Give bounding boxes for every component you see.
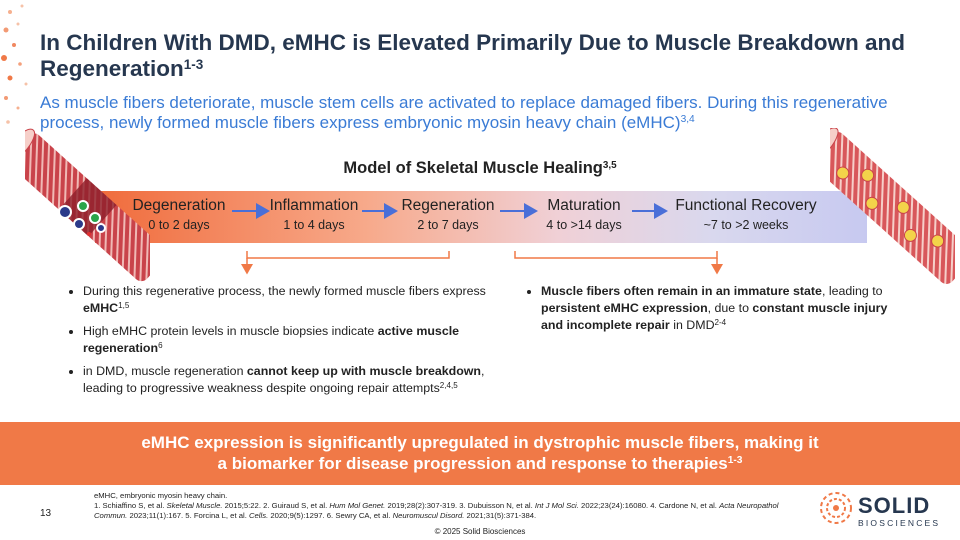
abbreviation-note: eMHC, embryonic myosin heavy chain. [94,491,228,500]
right-bullet-list: Muscle fibers often remain in an immatur… [525,283,900,340]
list-item: in DMD, muscle regeneration cannot keep … [83,363,487,397]
page-number: 13 [40,508,52,519]
left-bullet-list: During this regenerative process, the ne… [67,283,487,403]
decorative-dots [1,4,28,124]
healing-timeline-band [95,191,867,243]
logo-word: SOLID [858,493,931,518]
page-subtitle: As muscle fibers deteriorate, muscle ste… [40,93,888,132]
references: 1. Schiaffino S, et al. Skeletal Muscle.… [94,501,779,520]
list-item: During this regenerative process, the ne… [83,283,487,317]
bracket-icon [514,251,718,259]
damaged-muscle-fiber-icon [25,128,150,282]
model-title: Model of Skeletal Muscle Healing3,5 [343,159,617,177]
copyright: © 2025 Solid Biosciences [434,527,526,536]
stage-duration: 4 to >14 days [546,218,622,232]
banner-line-1: eMHC expression is significantly upregul… [141,433,819,452]
stage-duration: ~7 to >2 weeks [703,218,789,232]
logo-mark-icon [820,492,852,524]
list-item: Muscle fibers often remain in an immatur… [541,283,900,334]
stage-maturation: Maturation 4 to >14 days [528,197,640,232]
stage-name: Regeneration [401,197,495,214]
healthy-muscle-fiber-icon [830,128,955,284]
stage-arrows [232,203,723,275]
key-message-banner: eMHC expression is significantly upregul… [0,422,960,485]
stage-name: Functional Recovery [675,197,817,214]
stage-regeneration: Regeneration 2 to 7 days [392,197,504,232]
page-title: In Children With DMD, eMHC is Elevated P… [40,30,905,81]
stage-name: Maturation [547,197,621,214]
bracket-icon [246,251,450,259]
list-item: High eMHC protein levels in muscle biops… [83,323,487,357]
stage-functional-recovery: Functional Recovery ~7 to >2 weeks [668,197,824,232]
stage-degeneration: Degeneration 0 to 2 days [108,197,250,232]
logo-subword: BIOSCIENCES [858,518,941,528]
solid-biosciences-logo: SOLID BIOSCIENCES [818,490,938,530]
stage-duration: 1 to 4 days [283,218,345,232]
footnotes: eMHC, embryonic myosin heavy chain. 1. S… [94,491,794,521]
stage-name: Inflammation [269,197,359,214]
banner-line-2: a biomarker for disease progression and … [217,454,743,473]
stage-duration: 0 to 2 days [148,218,210,232]
stage-inflammation: Inflammation 1 to 4 days [258,197,370,232]
stage-name: Degeneration [132,197,226,214]
stage-duration: 2 to 7 days [417,218,479,232]
